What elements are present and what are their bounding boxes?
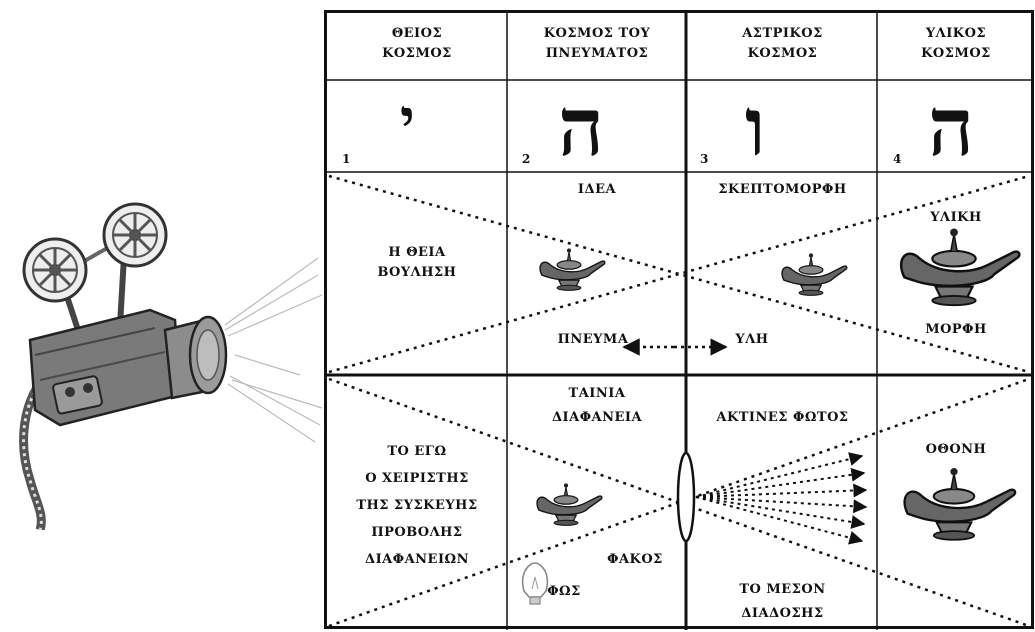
label-thought-form: ΣΚΕΠΤΟΜΟΡΦΗ — [688, 180, 877, 200]
lamp-idea-icon — [540, 248, 605, 290]
lens-icon — [678, 453, 694, 541]
hebrew-letter-he-final: ה — [928, 84, 974, 170]
hebrew-letter-he: ה — [558, 84, 604, 170]
column-number-3: 3 — [700, 152, 708, 166]
film-projector-illustration — [0, 180, 330, 530]
lamp-thought-form-icon — [782, 253, 847, 295]
label-material: ΥΛΙΚΗ — [878, 208, 1034, 228]
projector-body — [30, 310, 180, 425]
label-screen: ΟΘΟΝΗ — [878, 440, 1034, 460]
label-lens: ΦΑΚΟΣ — [600, 550, 670, 570]
hebrew-letter-vav: ו — [745, 84, 765, 170]
hebrew-letter-yod: י — [400, 90, 415, 150]
label-ego-operator: ΤΟ ΕΓΩ Ο ΧΕΙΡΙΣΤΗΣ ΤΗΣ ΣΥΣΚΕΥΗΣ ΠΡΟΒΟΛΗΣ… — [327, 438, 507, 573]
lamp-material-form-icon — [901, 228, 1019, 305]
label-light: ΦΩΣ — [544, 582, 584, 602]
label-light-rays: ΑΚΤΙΝΕΣ ΦΩΤΟΣ — [688, 408, 877, 428]
front-film-reel — [104, 204, 166, 266]
lamp-screen-icon — [905, 468, 1016, 540]
light-rays — [696, 456, 866, 541]
label-form: ΜΟΡΦΗ — [878, 320, 1034, 340]
label-spirit: ΠΝΕΥΜΑ — [543, 330, 643, 350]
label-idea: ΙΔΕΑ — [508, 180, 686, 200]
column-number-2: 2 — [522, 152, 530, 166]
column-number-1: 1 — [342, 152, 350, 166]
projector-light-beams — [225, 258, 322, 442]
column-number-4: 4 — [893, 152, 901, 166]
label-matter: ΥΛΗ — [722, 330, 782, 350]
lamp-film-icon — [537, 483, 602, 525]
rear-film-reel — [24, 239, 86, 301]
